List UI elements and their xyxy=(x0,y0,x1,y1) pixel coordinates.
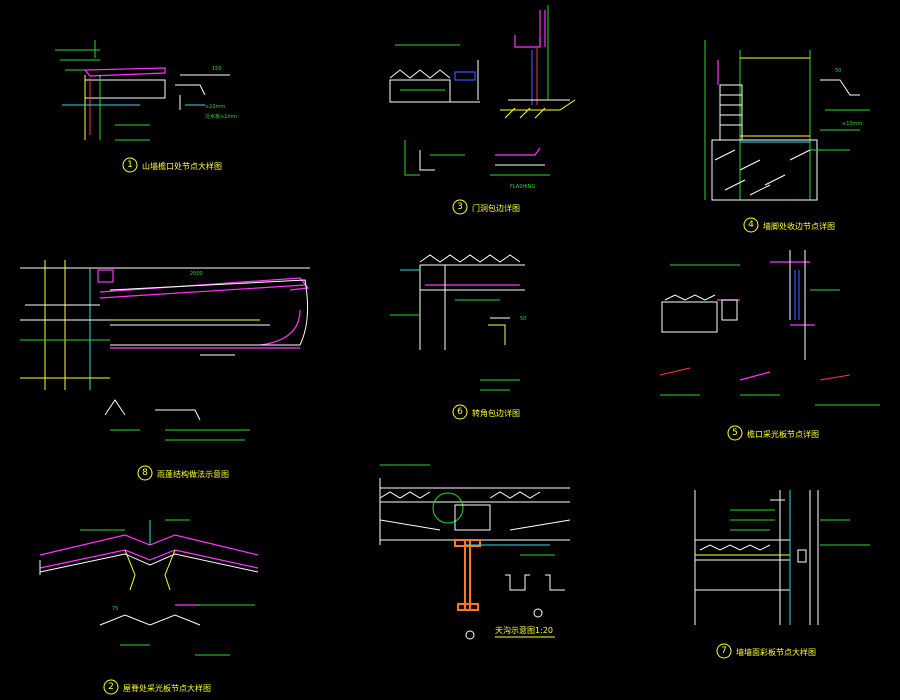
svg-text:75: 75 xyxy=(112,606,118,612)
detail-3-drawing: FLASHING xyxy=(389,5,576,190)
svg-text:6: 6 xyxy=(457,407,463,417)
svg-text:50: 50 xyxy=(835,68,841,74)
svg-text:2000: 2000 xyxy=(190,271,203,277)
detail-5-drawing xyxy=(659,250,880,406)
svg-text:天沟示意图: 天沟示意图 xyxy=(495,625,535,635)
gutter-section-label: 天沟示意图 1:20 xyxy=(495,625,555,638)
svg-text:1:20: 1:20 xyxy=(535,626,553,635)
svg-text:屋脊处采光板节点大样图: 屋脊处采光板节点大样图 xyxy=(123,683,211,693)
svg-text:雨蓬结构做法示意图: 雨蓬结构做法示意图 xyxy=(157,469,229,479)
svg-text:墙脚处收边节点详图: 墙脚处收边节点详图 xyxy=(763,221,835,231)
svg-text:2: 2 xyxy=(108,682,114,692)
svg-text:墙墙面彩板节点大样图: 墙墙面彩板节点大样图 xyxy=(736,647,816,657)
svg-text:FLASHING: FLASHING xyxy=(510,184,535,190)
svg-text:50: 50 xyxy=(520,316,526,322)
detail-8-drawing: 2000 xyxy=(20,260,310,441)
svg-text:7: 7 xyxy=(721,646,727,656)
svg-text:8: 8 xyxy=(142,468,148,478)
detail-4-label: 4 墙脚处收边节点详图 xyxy=(743,217,835,233)
detail-1-drawing: 150 ≥10mm 泛水板≥1mm xyxy=(55,40,237,141)
detail-8-label: 8 雨蓬结构做法示意图 xyxy=(137,465,229,481)
detail-3-label: 3 门洞包边详图 xyxy=(452,199,520,215)
svg-text:4: 4 xyxy=(748,220,754,230)
svg-text:1: 1 xyxy=(127,160,133,170)
detail-1-label: 1 山墙檐口处节点大样图 xyxy=(122,157,222,173)
svg-text:3: 3 xyxy=(457,202,463,212)
svg-text:山墙檐口处节点大样图: 山墙檐口处节点大样图 xyxy=(142,161,222,171)
detail-2-drawing: 75 xyxy=(39,519,259,656)
svg-text:150: 150 xyxy=(212,66,222,72)
detail-6-label: 6 转角包边详图 xyxy=(452,404,520,420)
detail-2-label: 2 屋脊处采光板节点大样图 xyxy=(103,679,211,695)
svg-text:泛水板≥1mm: 泛水板≥1mm xyxy=(205,113,237,120)
detail-4-drawing: 50 ≥10mm xyxy=(704,40,870,201)
detail-6-drawing: 50 xyxy=(390,254,526,391)
svg-text:门洞包边详图: 门洞包边详图 xyxy=(472,203,520,213)
svg-text:5: 5 xyxy=(732,428,738,438)
detail-7-drawing xyxy=(694,490,870,625)
svg-text:檐口采光板节点详图: 檐口采光板节点详图 xyxy=(747,429,819,439)
detail-7-label: 7 墙墙面彩板节点大样图 xyxy=(716,643,816,659)
gutter-section-drawing xyxy=(379,464,571,640)
svg-text:转角包边详图: 转角包边详图 xyxy=(472,408,520,418)
svg-text:≥10mm: ≥10mm xyxy=(842,121,862,127)
svg-text:≥10mm: ≥10mm xyxy=(205,104,225,110)
detail-5-label: 5 檐口采光板节点详图 xyxy=(727,425,819,441)
